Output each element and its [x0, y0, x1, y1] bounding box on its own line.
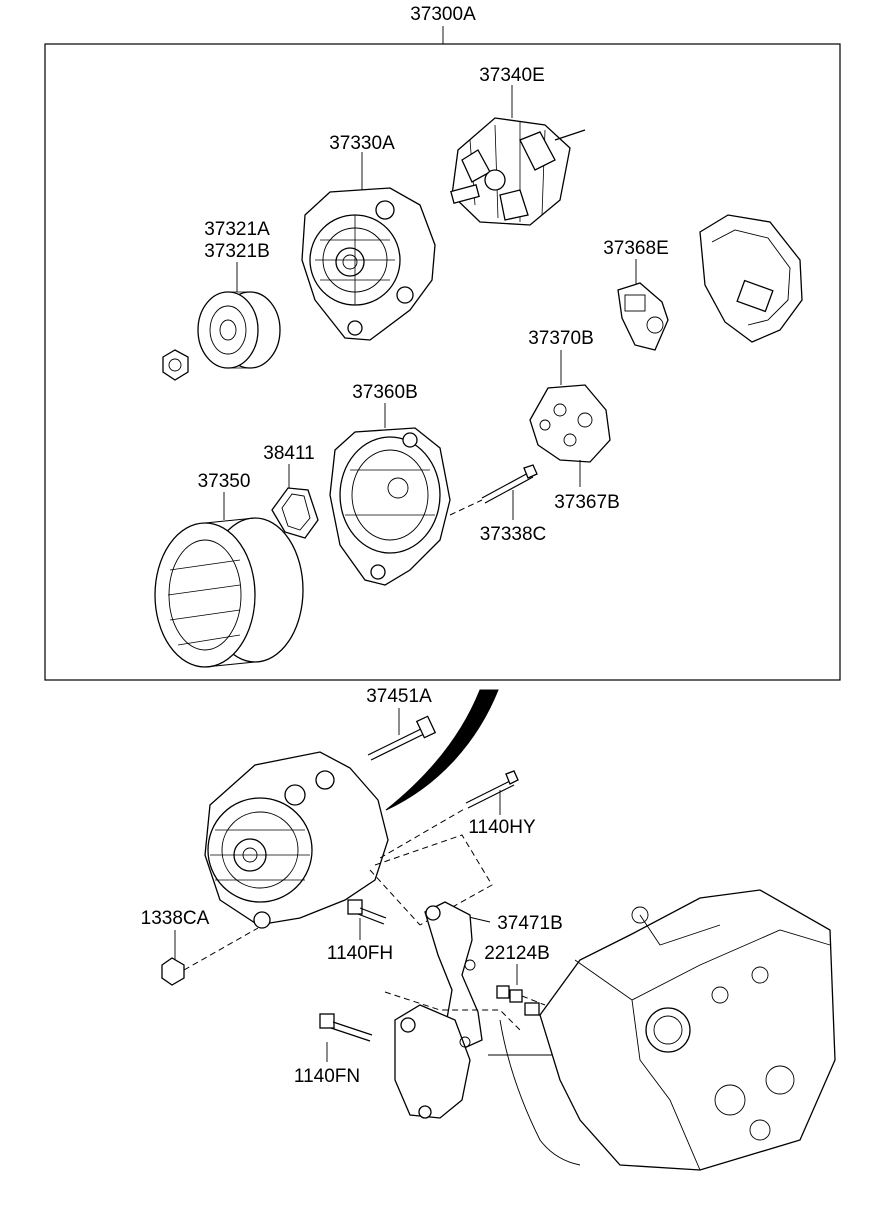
label-37368e: 37368E — [603, 238, 669, 259]
label-37330a: 37330A — [329, 133, 395, 154]
guide-lines — [369, 834, 493, 926]
label-1140fn: 1140FN — [294, 1066, 360, 1087]
rotor: 37340E — [450, 65, 586, 226]
label-1140hy: 1140HY — [468, 817, 536, 838]
pulley-nut — [162, 349, 189, 381]
bolt-1140fh: 1140FH — [327, 899, 393, 964]
label-37451a: 37451A — [366, 686, 432, 707]
alternator-assembly — [204, 751, 389, 929]
engine-block — [499, 889, 836, 1171]
mount-bolt-1140hy: 1140HY — [379, 770, 536, 859]
front-bracket: 37330A — [301, 133, 436, 341]
regulator: 37368E — [603, 238, 669, 351]
label-37367b: 37367B — [554, 492, 620, 513]
dowel-22124b: 22124B — [484, 943, 550, 1006]
label-37321a: 37321A — [204, 219, 270, 240]
label-37321b: 37321B — [204, 241, 270, 262]
mounting-bracket: 37471B — [384, 901, 563, 1119]
mount-bolt-upper: 37451A — [366, 686, 437, 761]
pulley: 37321A 37321B — [197, 219, 281, 369]
label-37340e: 37340E — [479, 65, 545, 86]
label-37338c: 37338C — [480, 524, 547, 545]
rear-bracket: 37360B — [329, 382, 451, 586]
rear-cover — [699, 214, 803, 343]
label-37350: 37350 — [198, 471, 251, 492]
label-37370b: 37370B — [528, 328, 594, 349]
label-37471b: 37471B — [497, 913, 563, 934]
label-38411: 38411 — [263, 443, 314, 464]
bolt-1140fn: 1140FN — [294, 1013, 373, 1087]
label-22124b: 22124B — [484, 943, 550, 964]
label-37360b: 37360B — [352, 382, 418, 403]
label-37300a: 37300A — [410, 4, 476, 25]
drive-belt — [385, 689, 499, 811]
label-1338ca: 1338CA — [141, 908, 210, 929]
nut-1338ca: 1338CA — [141, 908, 259, 986]
assembly-box: 37300A — [44, 4, 841, 681]
brush-holder: 37370B 37367B — [528, 328, 620, 513]
through-bolt: 37338C — [449, 464, 547, 545]
label-1140fh: 1140FH — [327, 943, 393, 964]
stator: 37350 — [154, 471, 304, 668]
insulator: 38411 — [263, 443, 319, 539]
